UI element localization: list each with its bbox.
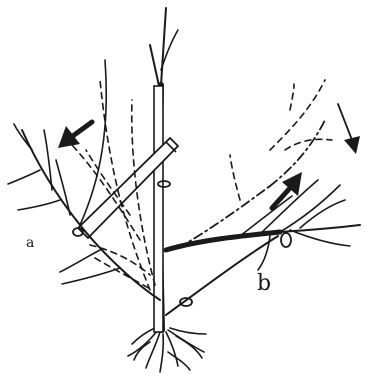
support-stake: [154, 86, 163, 332]
right-arrows: [272, 104, 360, 208]
label-b: b: [257, 271, 271, 296]
root-system: [128, 328, 206, 372]
right-limb-original-position: [178, 80, 332, 248]
left-arrow: [58, 122, 92, 148]
label-a: a: [26, 235, 34, 251]
